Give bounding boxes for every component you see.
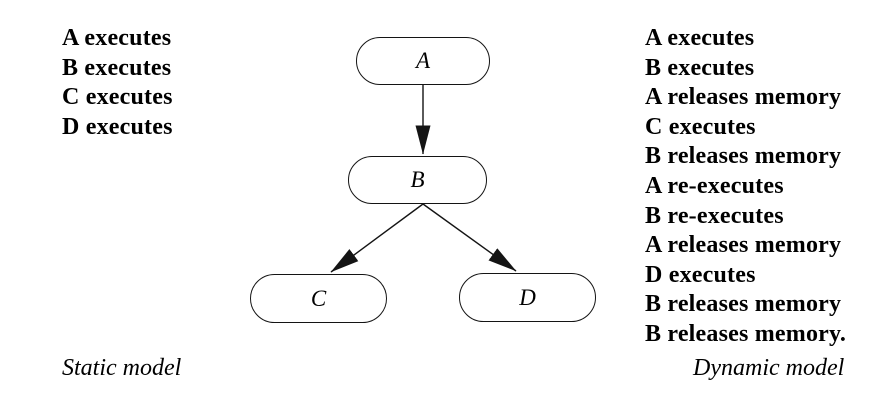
- event-line: A executes: [645, 25, 755, 51]
- event-line: D executes: [645, 261, 756, 288]
- dynamic-event-list: A executes B executes A releases memory …: [645, 24, 846, 350]
- event-line: C executes: [645, 113, 756, 140]
- node-a-label: A: [415, 48, 431, 73]
- event-line: A releases memory: [645, 84, 842, 111]
- dynamic-model-caption: Dynamic model: [693, 355, 845, 381]
- event-line: A releases memory: [645, 232, 842, 259]
- event-line: B re-executes: [645, 202, 784, 229]
- event-line: B releases memory: [645, 143, 842, 170]
- node-b-label: B: [410, 167, 425, 192]
- event-line: C executes: [62, 84, 173, 111]
- edge-b-to-d: [422, 203, 517, 272]
- edge-b-to-c: [330, 203, 424, 273]
- node-b: B: [348, 156, 487, 204]
- node-d: D: [459, 273, 596, 322]
- node-d-label: D: [519, 284, 536, 310]
- event-line: B releases memory: [645, 291, 842, 318]
- event-line: B executes: [62, 54, 172, 81]
- node-c: C: [250, 274, 387, 323]
- static-event-list: A executes B executes C executes D execu…: [62, 24, 173, 142]
- event-line: D executes: [62, 113, 173, 140]
- node-a: A: [356, 37, 490, 85]
- event-line: B releases memory.: [645, 320, 847, 347]
- static-model-caption: Static model: [62, 355, 182, 381]
- event-line: B executes: [645, 54, 755, 81]
- event-line: A re-executes: [645, 172, 784, 199]
- node-c-label: C: [310, 285, 327, 311]
- event-line: A executes: [62, 25, 172, 51]
